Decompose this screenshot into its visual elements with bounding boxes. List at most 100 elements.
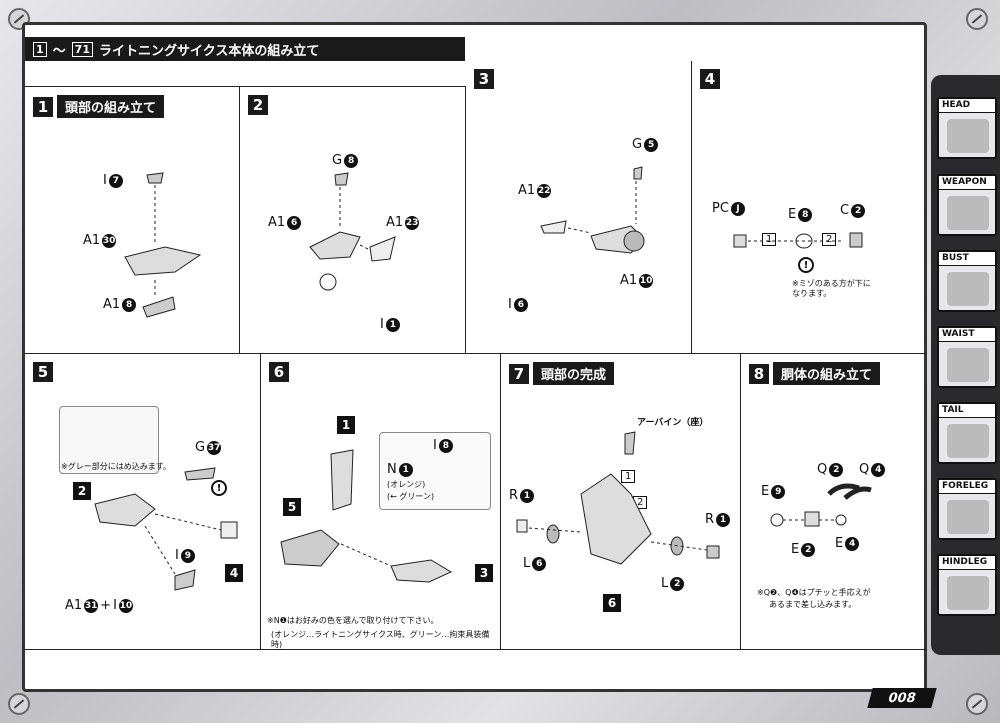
range-end: 71: [71, 41, 93, 57]
part-diagram: [280, 449, 453, 583]
range-separator: 〜: [52, 43, 66, 59]
option-green: (← グリーン): [387, 492, 435, 501]
ref-step: 6: [603, 594, 621, 612]
step-number: 3: [474, 69, 494, 89]
step-note: (オレンジ…ライトニングサイクス時、グリーン…拘束具装備時): [271, 630, 490, 650]
tail-icon: [947, 424, 989, 458]
inset-note: ※グレー部分にはめ込みます。: [61, 462, 171, 471]
part-name: アーバイン（座）: [637, 418, 709, 428]
part-diagram: [124, 172, 202, 318]
page-number: 008: [867, 688, 937, 708]
head-icon: [947, 119, 989, 153]
step-number: 7: [509, 363, 529, 384]
tab-weapon[interactable]: WEAPON: [937, 174, 997, 236]
waist-icon: [947, 348, 989, 382]
ref-step: 2: [73, 482, 91, 500]
tab-waist[interactable]: WAIST: [937, 326, 997, 388]
tab-tail[interactable]: TAIL: [937, 402, 997, 464]
part-diagram: [94, 467, 238, 591]
step-number: 1: [33, 96, 53, 117]
hindleg-icon: [947, 576, 989, 610]
range-start: 1: [33, 41, 47, 57]
bust-icon: [947, 272, 989, 306]
section-header: 1 〜 71 ライトニングサイクス本体の組み立て: [25, 37, 465, 61]
foreleg-icon: [947, 500, 989, 534]
ref-step: 5: [283, 498, 301, 516]
ref-step: 4: [225, 564, 243, 582]
caution-icon: !: [211, 480, 227, 496]
step-arrow-1: 1: [762, 233, 777, 246]
part-diagram: [540, 166, 645, 254]
caution-icon: !: [798, 257, 814, 273]
option-inset: [379, 432, 491, 510]
detail-inset: [59, 406, 159, 474]
section-title: ライトニングサイクス本体の組み立て: [98, 43, 320, 59]
tab-hindleg[interactable]: HINDLEG: [937, 554, 997, 616]
step-number: 4: [700, 69, 720, 89]
ref-step: 1: [337, 416, 355, 434]
step-title: 頭部の完成: [533, 362, 615, 385]
step-arrow-2: 2: [822, 233, 837, 246]
option-orange: (オレンジ): [387, 480, 426, 489]
part-diagram: [770, 483, 872, 527]
instruction-sheet: [22, 22, 927, 692]
tab-head[interactable]: HEAD: [937, 97, 997, 159]
screw-icon: [966, 8, 988, 30]
part-diagram: [733, 232, 863, 249]
step-title: 胴体の組み立て: [773, 362, 881, 385]
step-number: 2: [248, 95, 268, 115]
step-arrow-1: 1: [621, 470, 636, 483]
step-number: 6: [269, 362, 289, 382]
weapon-icon: [947, 196, 989, 230]
step-title: 頭部の組み立て: [57, 95, 165, 118]
tab-foreleg[interactable]: FORELEG: [937, 478, 997, 540]
step-number: 8: [749, 363, 769, 384]
step-note: ※N❶はお好みの色を選んで取り付けて下さい。: [267, 616, 439, 625]
tab-bust[interactable]: BUST: [937, 250, 997, 312]
screw-icon: [966, 693, 988, 715]
step-note: あるまで差し込みます。: [769, 600, 857, 609]
part-diagram: [309, 172, 396, 291]
step-number: 5: [33, 362, 53, 382]
screw-icon: [8, 693, 30, 715]
part-diagram: [516, 431, 720, 565]
step-note: ※Q❷、Q❹はプチッと手応えが: [757, 588, 871, 597]
step-note: ※ミゾのある方が下になります。: [792, 279, 871, 299]
